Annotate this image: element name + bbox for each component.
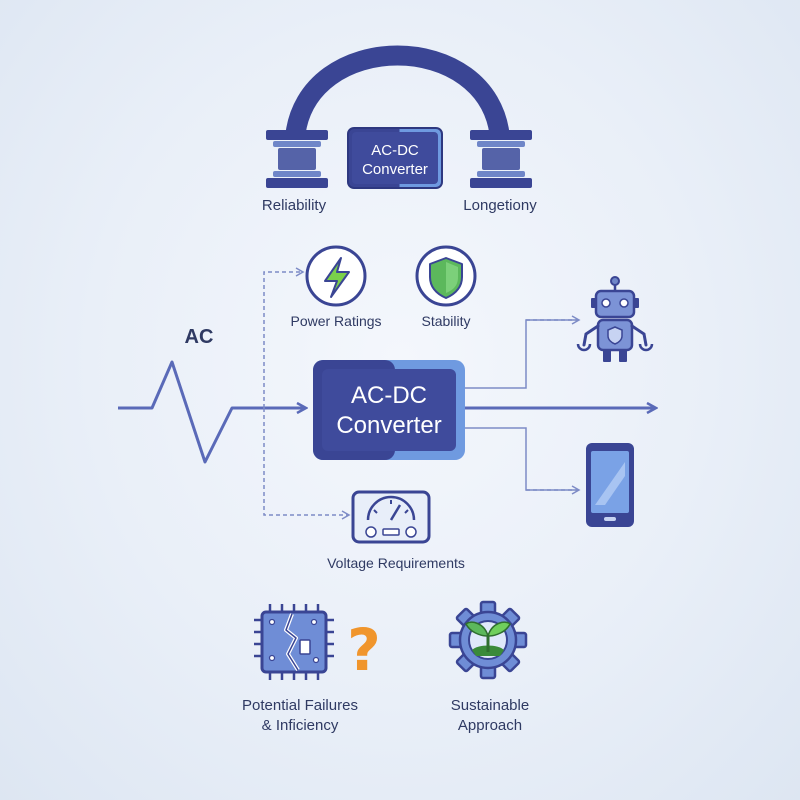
- failures-label-line2: & Inficiency: [261, 717, 339, 734]
- sustainable-label-line2: Approach: [457, 717, 523, 734]
- arch-bridge-icon: [266, 45, 532, 188]
- question-mark-icon: ?: [347, 616, 381, 684]
- main-box-line2: Converter: [336, 412, 441, 439]
- reliability-label: Reliability: [261, 197, 327, 214]
- shield-icon: [415, 245, 477, 307]
- right-pillar-icon: [470, 130, 532, 188]
- voltage-requirements-label: Voltage Requirements: [327, 555, 465, 571]
- top-box-line1: AC-DC: [371, 142, 419, 159]
- branch-lines: [462, 315, 581, 495]
- top-box-line2: Converter: [362, 161, 428, 178]
- failures-label-line1: Potential Failures: [242, 697, 358, 714]
- main-converter-box: AC-DC Converter: [313, 360, 465, 460]
- sustainable-label-line1: Sustainable: [450, 697, 530, 714]
- voltage-gauge-icon: [351, 490, 431, 544]
- smartphone-icon: [586, 443, 634, 527]
- ac-input-label: AC: [184, 326, 214, 348]
- left-pillar-icon: [266, 130, 328, 188]
- dashed-connectors: [263, 267, 351, 520]
- main-box-line1: AC-DC: [351, 382, 427, 409]
- power-ratings-label: Power Ratings: [290, 313, 382, 329]
- broken-chip-icon: [254, 604, 334, 680]
- longevity-label: Longetiony: [463, 197, 537, 214]
- top-converter-box: AC-DC Converter: [347, 127, 443, 189]
- gear-plant-icon: [448, 600, 528, 680]
- stability-label: Stability: [421, 313, 471, 329]
- robot-icon: [576, 276, 654, 362]
- ac-waveform: [118, 360, 306, 464]
- lightning-bolt-icon: [305, 245, 367, 307]
